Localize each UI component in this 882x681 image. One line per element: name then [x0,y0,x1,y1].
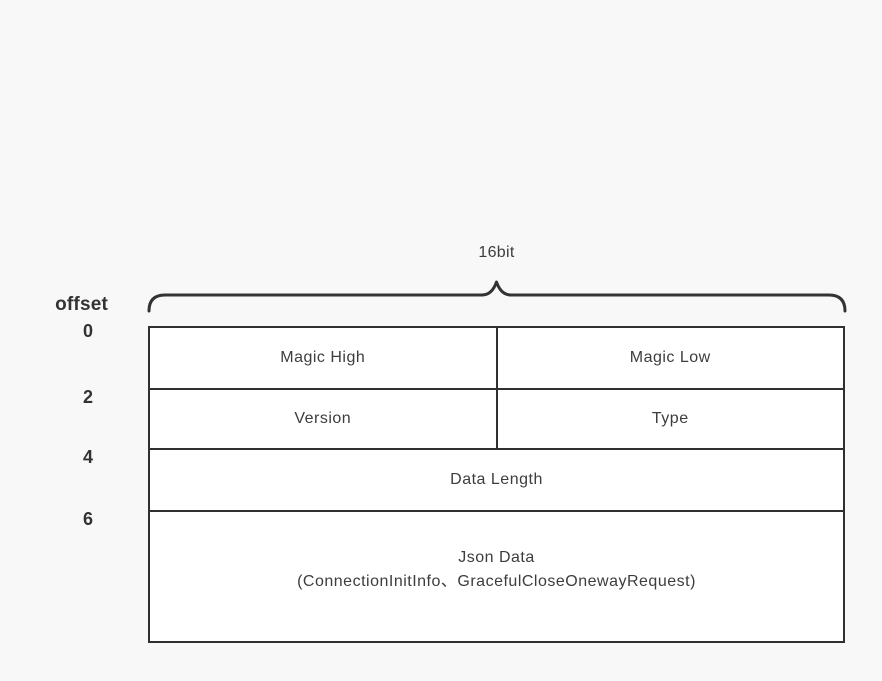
json-data-subtitle: (ConnectionInitInfo、GracefulCloseOnewayR… [297,572,696,590]
cell-version: Version [294,410,352,427]
offset-header-label: offset [55,294,108,315]
curly-brace-graphic [147,280,847,313]
offset-value-4: 4 [82,447,93,467]
offset-value-6: 6 [82,509,93,529]
table-row: Json Data (ConnectionInitInfo、GracefulCl… [150,512,843,641]
cell-magic-low: Magic Low [495,328,844,388]
table-row: Version Type [150,390,843,450]
cell-data-length: Data Length [450,471,543,488]
cell-json-data: Json Data (ConnectionInitInfo、GracefulCl… [150,512,843,641]
cell-magic-high: Magic High [280,349,366,366]
json-data-title: Json Data [458,548,535,566]
packet-table: Magic High Magic Low Version Type Data L… [148,326,845,643]
table-row: Magic High Magic Low [150,328,843,390]
cell-type: Type [495,390,844,448]
offset-value-0: 0 [82,321,93,341]
table-row: Data Length [150,450,843,512]
offset-value-2: 2 [82,387,93,407]
brace-icon [140,272,855,320]
bit-width-label: 16bit [478,244,515,261]
